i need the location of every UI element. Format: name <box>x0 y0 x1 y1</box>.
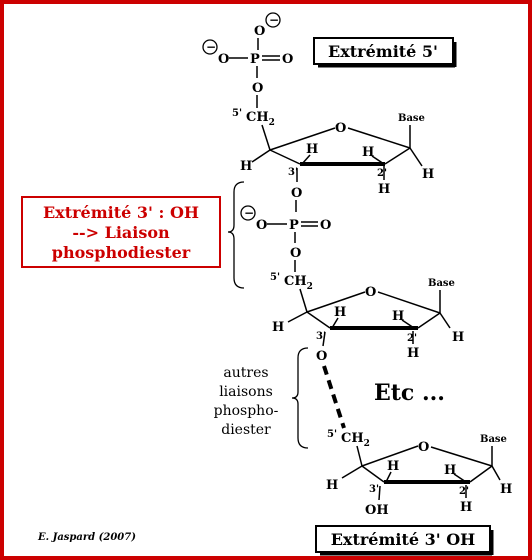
atom-h: H <box>378 182 390 197</box>
sugar-ring-1: 5' CH2 O Base H H H 3' H 2' H <box>232 108 434 197</box>
atom-h: H <box>362 145 374 160</box>
base-label: Base <box>428 278 455 289</box>
extremite-3-oh-label: Extrémité 3' OH <box>315 525 494 556</box>
liaison-line-2: phosphodiester <box>52 243 191 262</box>
atom-h: H <box>500 482 512 497</box>
etc-label: Etc ... <box>374 380 445 406</box>
atom-h: H <box>306 142 318 157</box>
prime-3-label: 3' <box>288 167 298 178</box>
atom-p: P <box>250 52 260 67</box>
middle-phosphate: O − O P O O <box>240 186 331 272</box>
atom-o: O <box>316 349 327 364</box>
negative-charge-icon <box>240 205 256 221</box>
atom-o: O <box>320 218 331 233</box>
prime-5-label: 5' <box>327 429 337 440</box>
atom-o: O <box>256 218 267 233</box>
base-label: Base <box>480 434 507 445</box>
extremite-3-liaison-label: Extrémité 3' : OH --> Liaison phosphodie… <box>21 196 221 268</box>
ch2-group: CH2 <box>341 431 370 449</box>
atom-h: H <box>326 478 338 493</box>
top-phosphate: − O − O P O O <box>202 12 293 108</box>
ch2-group: CH2 <box>284 274 313 292</box>
ring-oxygen: O <box>365 285 376 300</box>
extremite-3-oh-text: Extrémité 3' OH <box>331 530 476 549</box>
author-credit: E. Jaspard (2007) <box>37 532 136 543</box>
extremite-5-label: Extrémité 5' <box>313 37 457 68</box>
atom-o: O <box>290 246 301 261</box>
sugar-ring-2: 5' CH2 O Base H H H 3' H 2' H O <box>270 272 464 364</box>
atom-h: H <box>407 346 419 361</box>
terminal-oh: OH <box>365 503 389 518</box>
prime-5-label: 5' <box>232 108 242 119</box>
autres-line-3: phospho- <box>214 403 279 419</box>
atom-o: O <box>252 81 263 96</box>
autres-line-4: diester <box>221 422 271 438</box>
base-label: Base <box>398 113 425 124</box>
charge-sign: − <box>206 40 216 54</box>
sugar-ring-3: 5' CH2 O Base H H H 3' H 2' H OH <box>326 429 512 518</box>
prime-2-label: 2' <box>377 168 387 179</box>
negative-charge-icon <box>265 12 281 28</box>
atom-o: O <box>282 52 293 67</box>
charge-sign: − <box>244 206 254 220</box>
atom-h: H <box>444 463 456 478</box>
autres-line-2: liaisons <box>219 384 273 400</box>
autres-line-1: autres <box>223 365 268 381</box>
prime-2-label: 2' <box>459 486 469 497</box>
bracket-middle <box>227 181 245 289</box>
ring-oxygen: O <box>418 440 429 455</box>
ch2-group: CH2 <box>246 110 275 128</box>
atom-h: H <box>334 305 346 320</box>
extremite-5-text: Extrémité 5' <box>328 42 438 61</box>
bracket-lower <box>291 347 309 449</box>
atom-h: H <box>392 309 404 324</box>
prime-3-label: 3' <box>369 484 379 495</box>
ring-oxygen: O <box>335 121 346 136</box>
prime-5-label: 5' <box>270 272 280 283</box>
atom-o: O <box>291 186 302 201</box>
atom-h: H <box>272 320 284 335</box>
atom-h: H <box>460 500 472 515</box>
atom-h: H <box>452 330 464 345</box>
atom-p: P <box>289 218 299 233</box>
charge-sign: − <box>269 13 279 27</box>
prime-2-label: 2' <box>407 333 417 344</box>
autres-liaisons-label: autres liaisons phospho- diester <box>214 365 279 438</box>
extremite-3-title: Extrémité 3' : OH <box>43 203 199 222</box>
atom-h: H <box>422 167 434 182</box>
dashed-bond <box>322 365 346 429</box>
liaison-line-1: --> Liaison <box>72 223 170 242</box>
atom-h: H <box>240 159 252 174</box>
prime-3-label: 3' <box>316 331 326 342</box>
atom-h: H <box>387 459 399 474</box>
negative-charge-icon <box>202 39 218 55</box>
atom-o: O <box>254 24 265 39</box>
atom-o: O <box>218 52 229 67</box>
